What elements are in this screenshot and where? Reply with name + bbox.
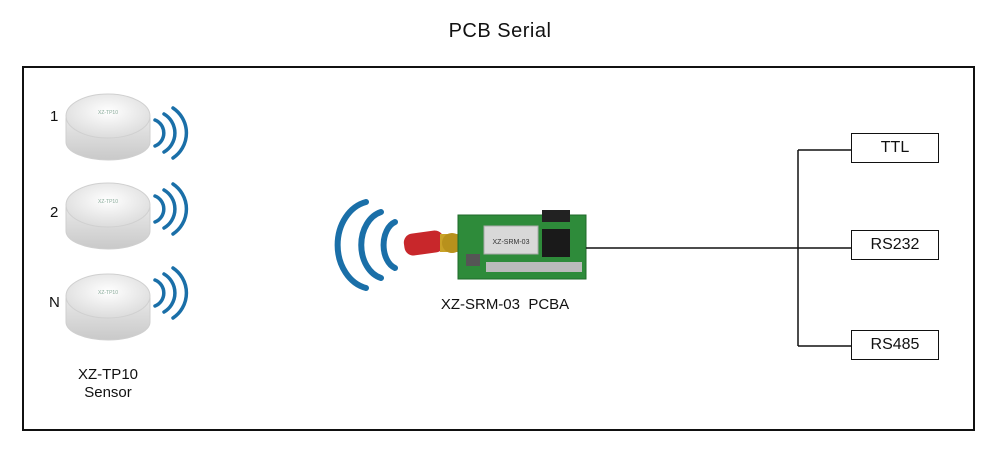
sensor-n: XZ-TP10: [65, 273, 151, 341]
signal-waves-sensor-2: [153, 182, 189, 236]
antenna-icon: [403, 230, 462, 256]
connection-lines: [586, 149, 852, 347]
sensor-1: XZ-TP10: [65, 93, 151, 161]
pcb-chip-label: XZ-SRM-03: [493, 239, 530, 246]
signal-waves-sensor-n: [153, 266, 189, 320]
signal-waves-sensor-1: [153, 106, 189, 160]
signal-waves-module: [334, 199, 398, 291]
svg-text:XZ-TP10: XZ-TP10: [98, 199, 118, 205]
interface-box-rs485: RS485: [851, 330, 939, 360]
module-caption: XZ-SRM-03 PCBA: [440, 296, 570, 313]
sensor-caption: XZ-TP10 Sensor: [58, 366, 158, 402]
sensor-caption-model: XZ-TP10: [77, 366, 138, 383]
pcb-module: XZ-SRM-03: [457, 210, 587, 280]
sensor-2: XZ-TP10: [65, 182, 151, 250]
sensor-label-1: 1: [50, 108, 59, 125]
svg-text:XZ-TP10: XZ-TP10: [98, 110, 118, 116]
interface-box-rs232: RS232: [851, 230, 939, 260]
diagram-title: PCB Serial: [448, 20, 552, 42]
svg-text:XZ-TP10: XZ-TP10: [98, 290, 118, 296]
interface-box-ttl: TTL: [851, 133, 939, 163]
sensor-caption-type: Sensor: [84, 384, 132, 401]
sensor-label-2: 2: [50, 204, 59, 221]
diagram-frame: [22, 66, 975, 431]
sensor-label-n: N: [49, 294, 60, 311]
